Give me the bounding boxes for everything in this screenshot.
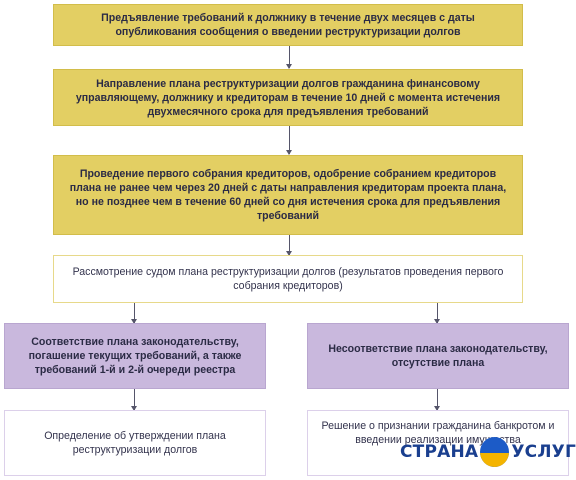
left-result-text: Определение об утверждении плана реструк… bbox=[44, 430, 226, 456]
step-2-box: Направление плана реструктуризации долго… bbox=[53, 69, 523, 126]
logo-text-right: УСЛУГ bbox=[511, 442, 576, 462]
handshake-icon bbox=[480, 437, 510, 467]
arrow-1-2 bbox=[286, 46, 292, 69]
step-1-text: Предъявление требований к должнику в теч… bbox=[101, 12, 475, 38]
step-3-text: Проведение первого собрания кредиторов, … bbox=[69, 168, 507, 222]
logo-text-left: СТРАНА bbox=[400, 442, 479, 462]
right-condition-text: Несоответствие плана законодательству, о… bbox=[328, 343, 548, 369]
arrow-left-result bbox=[131, 389, 137, 411]
step-4-text: Рассмотрение судом плана реструктуризаци… bbox=[72, 266, 504, 292]
step-2-text: Направление плана реструктуризации долго… bbox=[75, 77, 501, 118]
right-condition-box: Несоответствие плана законодательству, о… bbox=[307, 323, 569, 389]
arrow-right-result bbox=[434, 389, 440, 411]
left-result-box: Определение об утверждении плана реструк… bbox=[4, 410, 266, 476]
arrow-4-left bbox=[131, 303, 137, 324]
right-result-text: Решение о признании гражданина банкротом… bbox=[321, 420, 555, 446]
step-1-box: Предъявление требований к должнику в теч… bbox=[53, 4, 523, 46]
left-condition-box: Соответствие плана законодательству, пог… bbox=[4, 323, 266, 389]
right-result-box: Решение о признании гражданина банкротом… bbox=[307, 410, 569, 476]
arrow-2-3 bbox=[286, 126, 292, 155]
arrow-4-right bbox=[434, 303, 440, 324]
step-4-box: Рассмотрение судом плана реструктуризаци… bbox=[53, 255, 523, 303]
step-3-box: Проведение первого собрания кредиторов, … bbox=[53, 155, 523, 235]
left-condition-text: Соответствие плана законодательству, пог… bbox=[28, 336, 242, 376]
arrow-3-4 bbox=[286, 235, 292, 256]
watermark-logo: СТРАНА УСЛУГ bbox=[400, 432, 576, 472]
